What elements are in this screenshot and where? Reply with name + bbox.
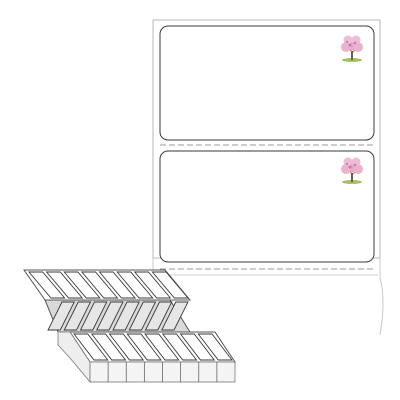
fanfold-label-slot (151, 271, 189, 299)
label-2 (159, 150, 375, 263)
fanfold-stack (23, 269, 236, 384)
fanfold-label-slot (116, 271, 154, 299)
fanfold-label-slot (128, 301, 157, 331)
label-1 (159, 25, 375, 141)
fanfold-bottom-fold (69, 331, 236, 363)
fanfold-label-slot (79, 301, 108, 331)
fanfold-stack-edges (57, 331, 236, 384)
fanfold-label-slot (90, 333, 127, 361)
fanfold-label-slot (161, 301, 189, 331)
fanfold-label-slot (144, 333, 180, 361)
fanfold-top-sheet (23, 269, 192, 301)
fanfold-label-slot (197, 333, 233, 361)
fanfold-label-slot (112, 301, 140, 331)
fanfold-label-slot (80, 271, 119, 299)
cherry-blossom-tree-icon (341, 35, 363, 62)
fanfold-middle-fold (44, 299, 191, 333)
fanfold-label-slot (63, 301, 92, 331)
fanfold-label-slot (47, 301, 75, 331)
fanfold-label-slot (28, 271, 66, 299)
fanfold-label-slot (133, 271, 172, 299)
fanfold-label-slot (63, 271, 101, 299)
cherry-blossom-tree-icon (341, 157, 363, 184)
fanfold-label-slot (45, 271, 84, 299)
fanfold-label-slot (98, 271, 137, 299)
fanfold-label-slot (161, 333, 198, 361)
fanfold-label-slot (144, 301, 173, 331)
fanfold-label-slot (96, 301, 124, 331)
liner-curve-right (379, 258, 384, 336)
fanfold-label-slot (108, 333, 145, 361)
fanfold-label-slot (179, 333, 216, 361)
fanfold-label-slot (73, 333, 109, 361)
fanfold-label-slot (126, 333, 162, 361)
